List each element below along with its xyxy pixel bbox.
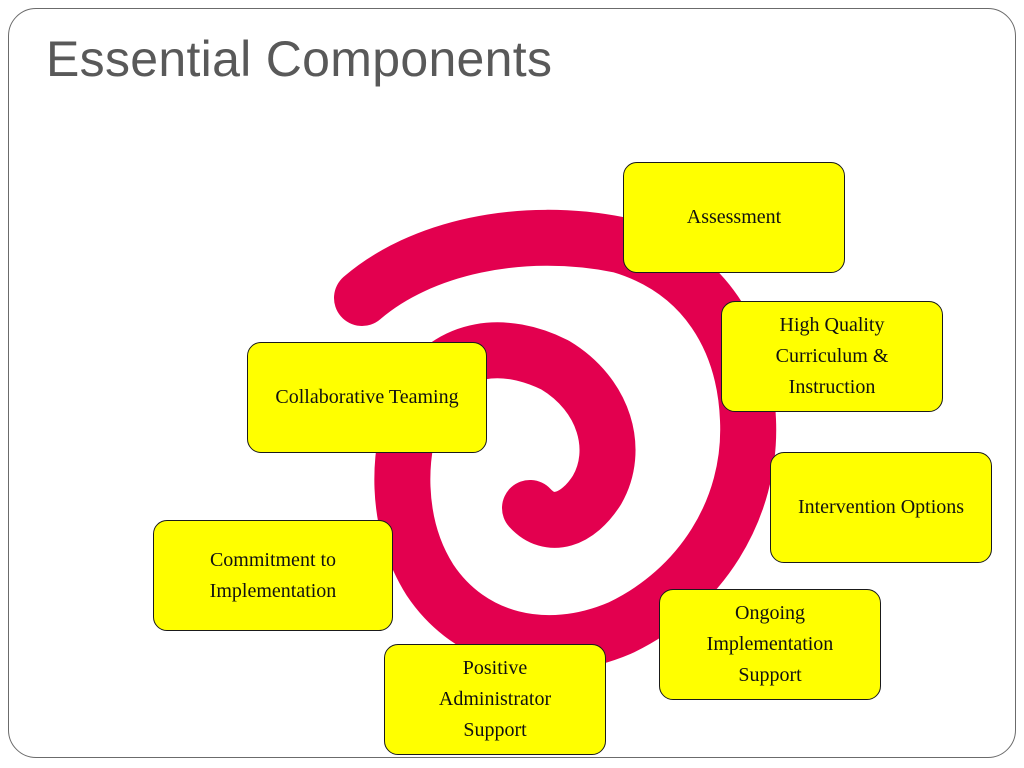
assessment-label: Assessment	[686, 206, 782, 228]
positive-administrator-support-box: Positive Administrator Support	[384, 644, 606, 755]
intervention-options-box: Intervention Options	[770, 452, 992, 563]
assessment-box: Assessment	[623, 162, 845, 273]
slide-title: Essential Components	[46, 31, 553, 87]
intervention-options-label: Intervention Options	[797, 496, 965, 518]
positive-administrator-support-label: Positive Administrator Support	[438, 657, 552, 741]
ongoing-implementation-support-label: Ongoing Implementation Support	[706, 602, 834, 686]
ongoing-implementation-support-box: Ongoing Implementation Support	[659, 589, 881, 700]
high-quality-curriculum-box: High Quality Curriculum & Instruction	[721, 301, 943, 412]
collaborative-teaming-label: Collaborative Teaming	[275, 386, 459, 408]
collaborative-teaming-box: Collaborative Teaming	[247, 342, 487, 453]
commitment-to-implementation-box: Commitment to Implementation	[153, 520, 393, 631]
high-quality-curriculum-label: High Quality Curriculum & Instruction	[775, 314, 889, 398]
commitment-to-implementation-label: Commitment to Implementation	[209, 548, 337, 602]
